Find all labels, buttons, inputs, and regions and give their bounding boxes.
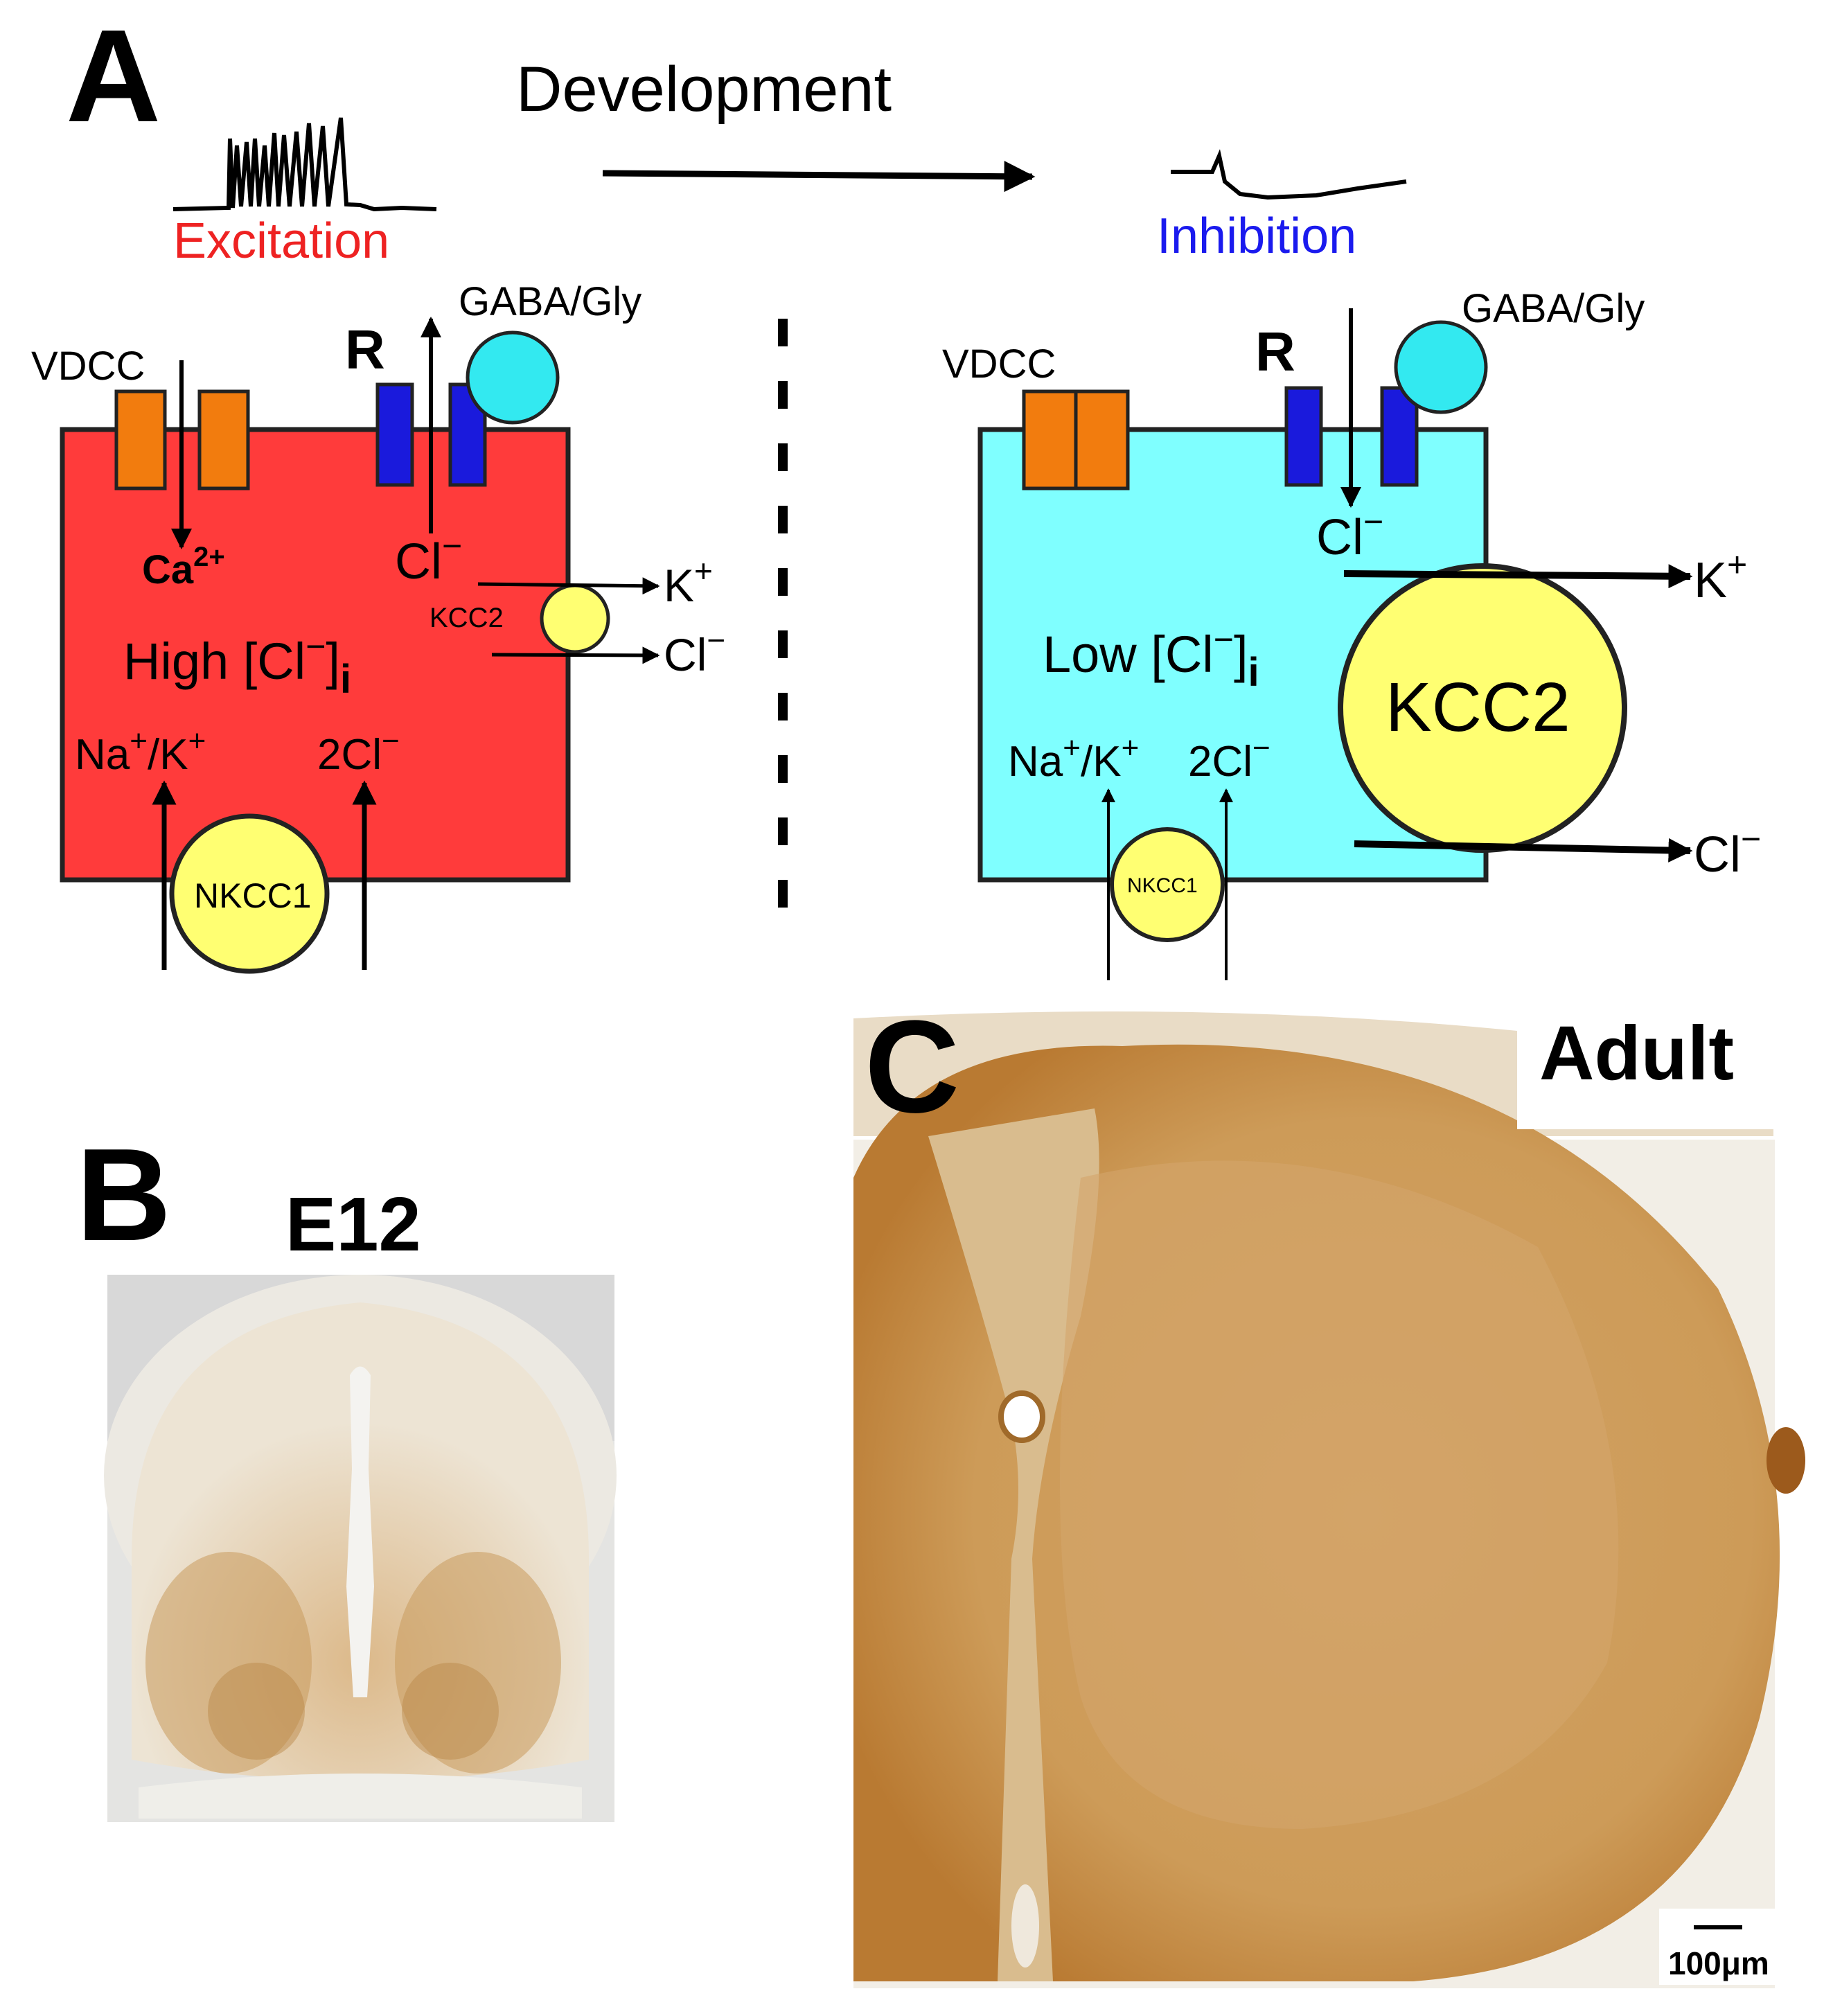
- e12-section-image: [104, 1275, 617, 1822]
- right-cl-out-label: Cl−: [1694, 820, 1761, 883]
- inhibition-label: Inhibition: [1157, 209, 1356, 264]
- excitation-label: Excitation: [173, 213, 389, 269]
- right-vdcc-channel: [1022, 389, 1078, 490]
- left-receptor: [375, 382, 414, 487]
- left-kcc2-label: KCC2: [430, 603, 504, 633]
- left-r-label: R: [345, 319, 385, 380]
- left-cl-label: Cl−: [395, 527, 462, 590]
- panel-b: B E12: [76, 1122, 617, 1822]
- panel-c-stage: Adult: [1539, 1011, 1734, 1096]
- adult-section-image: [853, 1008, 1805, 1988]
- panel-c-label-background: [1517, 1011, 1775, 1129]
- right-receptor: [1380, 386, 1419, 487]
- left-na-k-label: Na+/K+: [75, 724, 206, 779]
- excitation-trace: [172, 117, 437, 212]
- left-k-efflux-arrow: [477, 577, 660, 595]
- development-label: Development: [516, 54, 892, 125]
- right-r-label: R: [1255, 321, 1295, 382]
- right-nkcc1-label: NKCC1: [1127, 874, 1198, 897]
- right-na-k-label: Na+/K+: [1008, 731, 1139, 786]
- panel-c: C Adult 100μm: [853, 993, 1805, 1988]
- panel-b-label: B: [76, 1122, 171, 1268]
- left-cl-out-label: Cl−: [664, 622, 725, 680]
- right-cl-label: Cl−: [1316, 502, 1383, 565]
- left-cell: VDCC Ca2+ R GABA/Gly Cl− KCC2 K+ Cl− Hig…: [31, 279, 725, 974]
- left-vdcc-label: VDCC: [31, 344, 145, 389]
- left-vdcc-channel: [197, 389, 250, 490]
- scale-bar-label: 100μm: [1668, 1945, 1769, 1981]
- right-receptor: [1284, 386, 1323, 487]
- right-gaba-ligand: [1394, 320, 1488, 414]
- right-kcc2-label: KCC2: [1385, 669, 1570, 746]
- panel-a: A Excitation Development Inhibition VDCC…: [31, 3, 1761, 980]
- right-vdcc-channel: [1074, 389, 1130, 490]
- left-k-label: K+: [664, 553, 713, 611]
- inhibition-trace: [1171, 149, 1407, 200]
- left-kcc2-transporter: [540, 583, 610, 654]
- right-cell: VDCC R GABA/Gly Cl− KCC2 K+ Cl− Low [Cl−…: [942, 286, 1761, 980]
- right-vdcc-label: VDCC: [942, 342, 1056, 387]
- left-high-cl-label: High [Cl−]i: [123, 627, 351, 702]
- right-low-cl-label: Low [Cl−]i: [1043, 620, 1259, 695]
- scale-bar-background: [1659, 1909, 1780, 1985]
- panel-a-label: A: [66, 3, 161, 150]
- left-gaba-label: GABA/Gly: [459, 279, 641, 324]
- left-nkcc1-transporter: [169, 813, 330, 974]
- left-vdcc-channel: [114, 389, 167, 490]
- right-k-efflux-arrow: [1343, 564, 1693, 589]
- panel-c-label: C: [865, 993, 959, 1140]
- right-2cl-label: 2Cl−: [1188, 731, 1270, 786]
- left-2cl-label: 2Cl−: [317, 724, 400, 779]
- right-k-label: K+: [1694, 545, 1747, 608]
- left-nkcc1-label: NKCC1: [194, 876, 311, 915]
- panel-b-stage: E12: [285, 1182, 421, 1267]
- right-gaba-label: GABA/Gly: [1462, 286, 1645, 331]
- right-cl-efflux-arrow: [1354, 838, 1693, 863]
- left-ca-label: Ca2+: [142, 542, 225, 592]
- right-kcc2-transporter: [1338, 563, 1627, 853]
- left-gaba-ligand: [466, 330, 560, 425]
- right-nkcc1-transporter: [1110, 827, 1225, 942]
- development-arrow: [602, 161, 1036, 193]
